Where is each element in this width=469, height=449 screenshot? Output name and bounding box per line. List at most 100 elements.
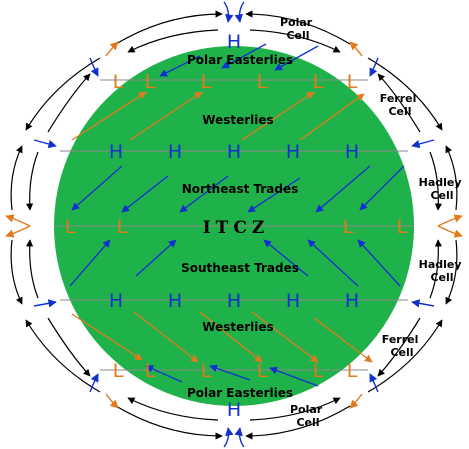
high-pressure-symbol: H xyxy=(109,290,123,312)
high-pressure-symbol: H xyxy=(345,141,359,163)
low-pressure-symbol: L xyxy=(145,360,156,382)
rising-air-arrow xyxy=(105,41,119,57)
label-southeast-trades: Southeast Trades xyxy=(181,261,299,275)
polar-cell-arrow xyxy=(127,397,219,421)
ferrel-cell-arrow xyxy=(367,319,443,393)
high-pressure-symbol: H xyxy=(286,290,300,312)
low-pressure-symbol: L xyxy=(257,360,268,382)
ferrel-cell-arrow xyxy=(47,317,91,377)
rising-air-arrow xyxy=(5,214,31,227)
low-pressure-symbol: L xyxy=(201,360,212,382)
hadley-cell-arrow xyxy=(26,151,39,211)
polar-cell-arrow xyxy=(115,405,223,440)
polar-easterly-arrow xyxy=(145,365,183,383)
hadley-cell-arrow xyxy=(429,239,442,299)
low-pressure-symbol: L xyxy=(113,360,124,382)
polar-cell-arrow xyxy=(245,10,351,45)
label-polar-cell-north: Polar Cell xyxy=(280,16,316,42)
label-itcz: ITCZ xyxy=(203,218,270,238)
rising-air-arrow xyxy=(349,393,363,409)
low-pressure-symbol: L xyxy=(347,71,358,93)
polar-cell-arrow xyxy=(245,405,351,440)
label-ferrel-cell-north: Ferrel Cell xyxy=(380,92,420,118)
sinking-air-arrow xyxy=(33,139,57,149)
hadley-cell-arrow xyxy=(10,239,23,305)
polar-easterly-arrow xyxy=(221,43,267,69)
label-polar-cell-south: Polar Cell xyxy=(290,403,326,429)
label-westerlies-north: Westerlies xyxy=(202,113,273,127)
rising-air-arrow xyxy=(105,393,119,409)
polar-cell-arrow xyxy=(249,397,341,421)
label-ferrel-cell-south: Ferrel Cell xyxy=(382,333,422,359)
high-pressure-symbol: H xyxy=(168,141,182,163)
sinking-air-arrow xyxy=(411,299,435,308)
high-pressure-symbol: H xyxy=(227,31,241,53)
polar-easterly-arrow xyxy=(269,366,319,387)
sinking-air-arrow xyxy=(369,57,379,77)
northeast-trade-arrow xyxy=(71,165,123,211)
polar-easterly-arrow xyxy=(209,364,251,381)
hadley-cell-arrow xyxy=(429,151,442,211)
ferrel-cell-arrow xyxy=(377,73,421,133)
northeast-trade-arrow xyxy=(315,165,371,213)
low-pressure-symbol: L xyxy=(65,216,76,238)
high-pressure-symbol: H xyxy=(109,141,123,163)
high-pressure-symbol: H xyxy=(168,290,182,312)
label-hadley-cell-north: Hadley Cell xyxy=(419,176,466,202)
low-pressure-symbol: L xyxy=(257,71,268,93)
sinking-air-arrow xyxy=(89,373,99,393)
cell-arrows xyxy=(10,10,458,440)
low-pressure-symbol: L xyxy=(313,360,324,382)
westerly-arrow xyxy=(313,317,373,363)
low-pressure-symbol: L xyxy=(113,71,124,93)
northeast-trade-arrow xyxy=(179,175,229,213)
sinking-air-arrow xyxy=(234,427,245,448)
westerly-arrow xyxy=(299,93,365,141)
low-pressure-symbol: L xyxy=(313,71,324,93)
polar-easterly-arrow xyxy=(159,55,201,77)
westerly-arrow xyxy=(71,91,147,141)
rising-air-arrow xyxy=(349,41,363,57)
high-pressure-symbol: H xyxy=(286,141,300,163)
ferrel-cell-arrow xyxy=(25,57,101,131)
ferrel-cell-arrow xyxy=(367,57,443,131)
pressure-symbols: H L L L L L L H H H H H L L L L H H H H … xyxy=(65,31,408,421)
wind-belt-labels: Polar Easterlies Westerlies Northeast Tr… xyxy=(181,53,299,400)
southeast-trade-arrow xyxy=(135,239,177,277)
label-polar-easterlies-north: Polar Easterlies xyxy=(187,53,293,67)
latitude-lines xyxy=(54,79,414,371)
southeast-trade-arrow xyxy=(69,239,111,287)
low-pressure-symbol: L xyxy=(343,216,354,238)
southeast-trade-arrow xyxy=(357,239,401,287)
high-pressure-symbol: H xyxy=(227,290,241,312)
ferrel-cell-arrow xyxy=(47,73,91,133)
low-pressure-symbol: L xyxy=(201,71,212,93)
hadley-cell-arrow xyxy=(445,239,458,305)
sinking-air-arrow xyxy=(411,139,435,149)
polar-easterly-arrow xyxy=(274,45,319,71)
hadley-cell-arrow xyxy=(10,145,23,211)
sinking-air-arrow xyxy=(369,373,379,393)
high-pressure-symbol: H xyxy=(227,399,241,421)
hadley-cell-arrow xyxy=(445,145,458,211)
ferrel-cell-arrow xyxy=(25,319,101,393)
rising-air-arrow xyxy=(437,225,463,238)
rising-air-arrow xyxy=(437,214,463,227)
rising-air-arrow xyxy=(5,225,31,238)
hadley-cell-arrow xyxy=(26,239,39,299)
polar-cell-arrow xyxy=(127,29,219,53)
polar-cell-arrow xyxy=(249,29,341,53)
low-pressure-symbol: L xyxy=(347,360,358,382)
cell-labels: Polar Cell Ferrel Cell Hadley Cell Hadle… xyxy=(280,16,466,429)
label-northeast-trades: Northeast Trades xyxy=(182,182,299,196)
label-hadley-cell-south: Hadley Cell xyxy=(419,258,466,284)
sinking-air-arrow xyxy=(223,1,234,23)
high-pressure-symbol: H xyxy=(345,290,359,312)
sinking-air-arrow xyxy=(223,427,234,448)
polar-cell-arrow xyxy=(115,10,223,45)
ferrel-cell-arrow xyxy=(377,317,421,377)
westerly-arrow xyxy=(71,313,143,361)
westerly-arrow xyxy=(129,91,203,141)
boundary-arrows xyxy=(5,1,463,448)
